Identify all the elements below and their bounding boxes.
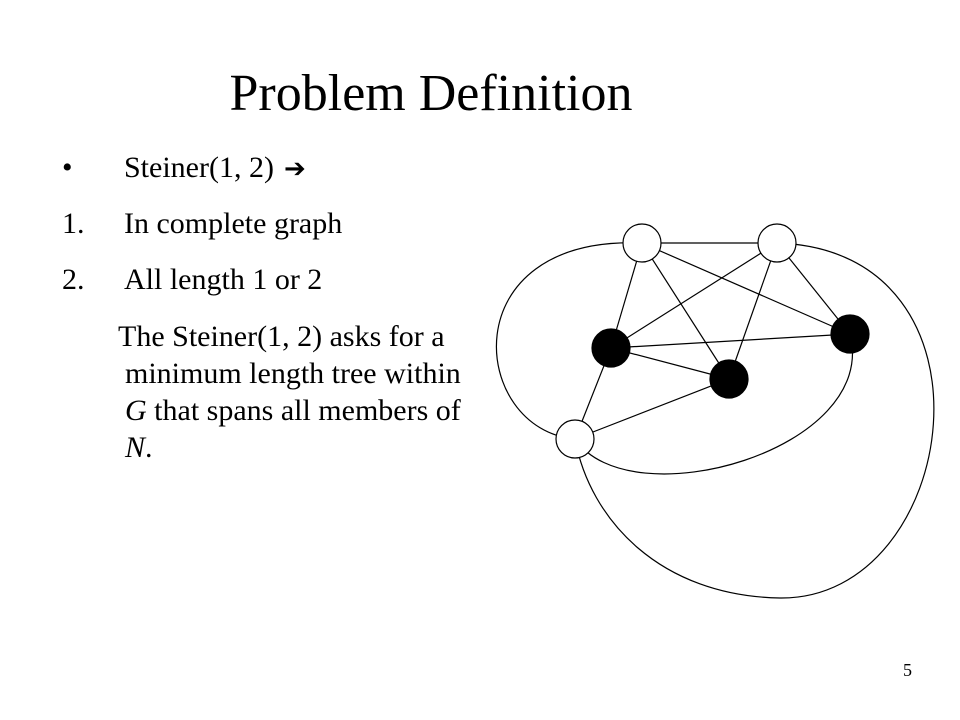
- edge-left-terminal-middle-terminal: [610, 347, 730, 380]
- edge-top-left-right-terminal: [641, 242, 851, 335]
- graph-nodes: [555, 223, 870, 459]
- curved-edges: [495, 242, 935, 599]
- item-text: In complete graph: [124, 207, 343, 240]
- paragraph-text: .: [145, 431, 153, 464]
- graph-variable: G: [125, 394, 147, 427]
- number-marker: 1.: [62, 207, 85, 240]
- definition-paragraph: The Steiner(1, 2) asks for a minimum len…: [118, 318, 470, 466]
- paragraph-text: that spans all members of: [146, 394, 461, 427]
- terminal-node-left-terminal: [591, 328, 631, 368]
- edge-top-right-left-terminal: [610, 242, 778, 349]
- page-number: 5: [903, 660, 912, 680]
- number-marker: 2.: [62, 263, 85, 296]
- curved-edge-top-left-bottom-left: [495, 242, 643, 440]
- terminal-set-variable: N: [125, 431, 146, 464]
- item-text: All length 1 or 2: [124, 263, 323, 296]
- curved-edge-right-terminal-bottom-left: [574, 333, 853, 475]
- terminal-node-middle-terminal: [709, 359, 749, 399]
- bullet-text: Steiner(1, 2): [124, 151, 274, 184]
- right-arrow-icon: ➔: [283, 154, 306, 184]
- steiner-node-bottom-left: [555, 419, 595, 459]
- edge-left-terminal-right-terminal: [610, 333, 851, 349]
- steiner-node-top-left: [622, 223, 662, 263]
- paragraph-text: The Steiner(1, 2) asks for a minimum len…: [118, 320, 461, 390]
- bullet-marker: •: [62, 151, 73, 184]
- edge-top-right-middle-terminal: [728, 242, 778, 380]
- terminal-node-right-terminal: [830, 314, 870, 354]
- slide-title: Problem Definition: [229, 65, 633, 122]
- edge-top-left-middle-terminal: [641, 242, 730, 380]
- edge-middle-terminal-bottom-left: [574, 378, 730, 440]
- curved-edge-top-right-bottom-left: [574, 242, 935, 599]
- steiner-node-top-right: [757, 223, 797, 263]
